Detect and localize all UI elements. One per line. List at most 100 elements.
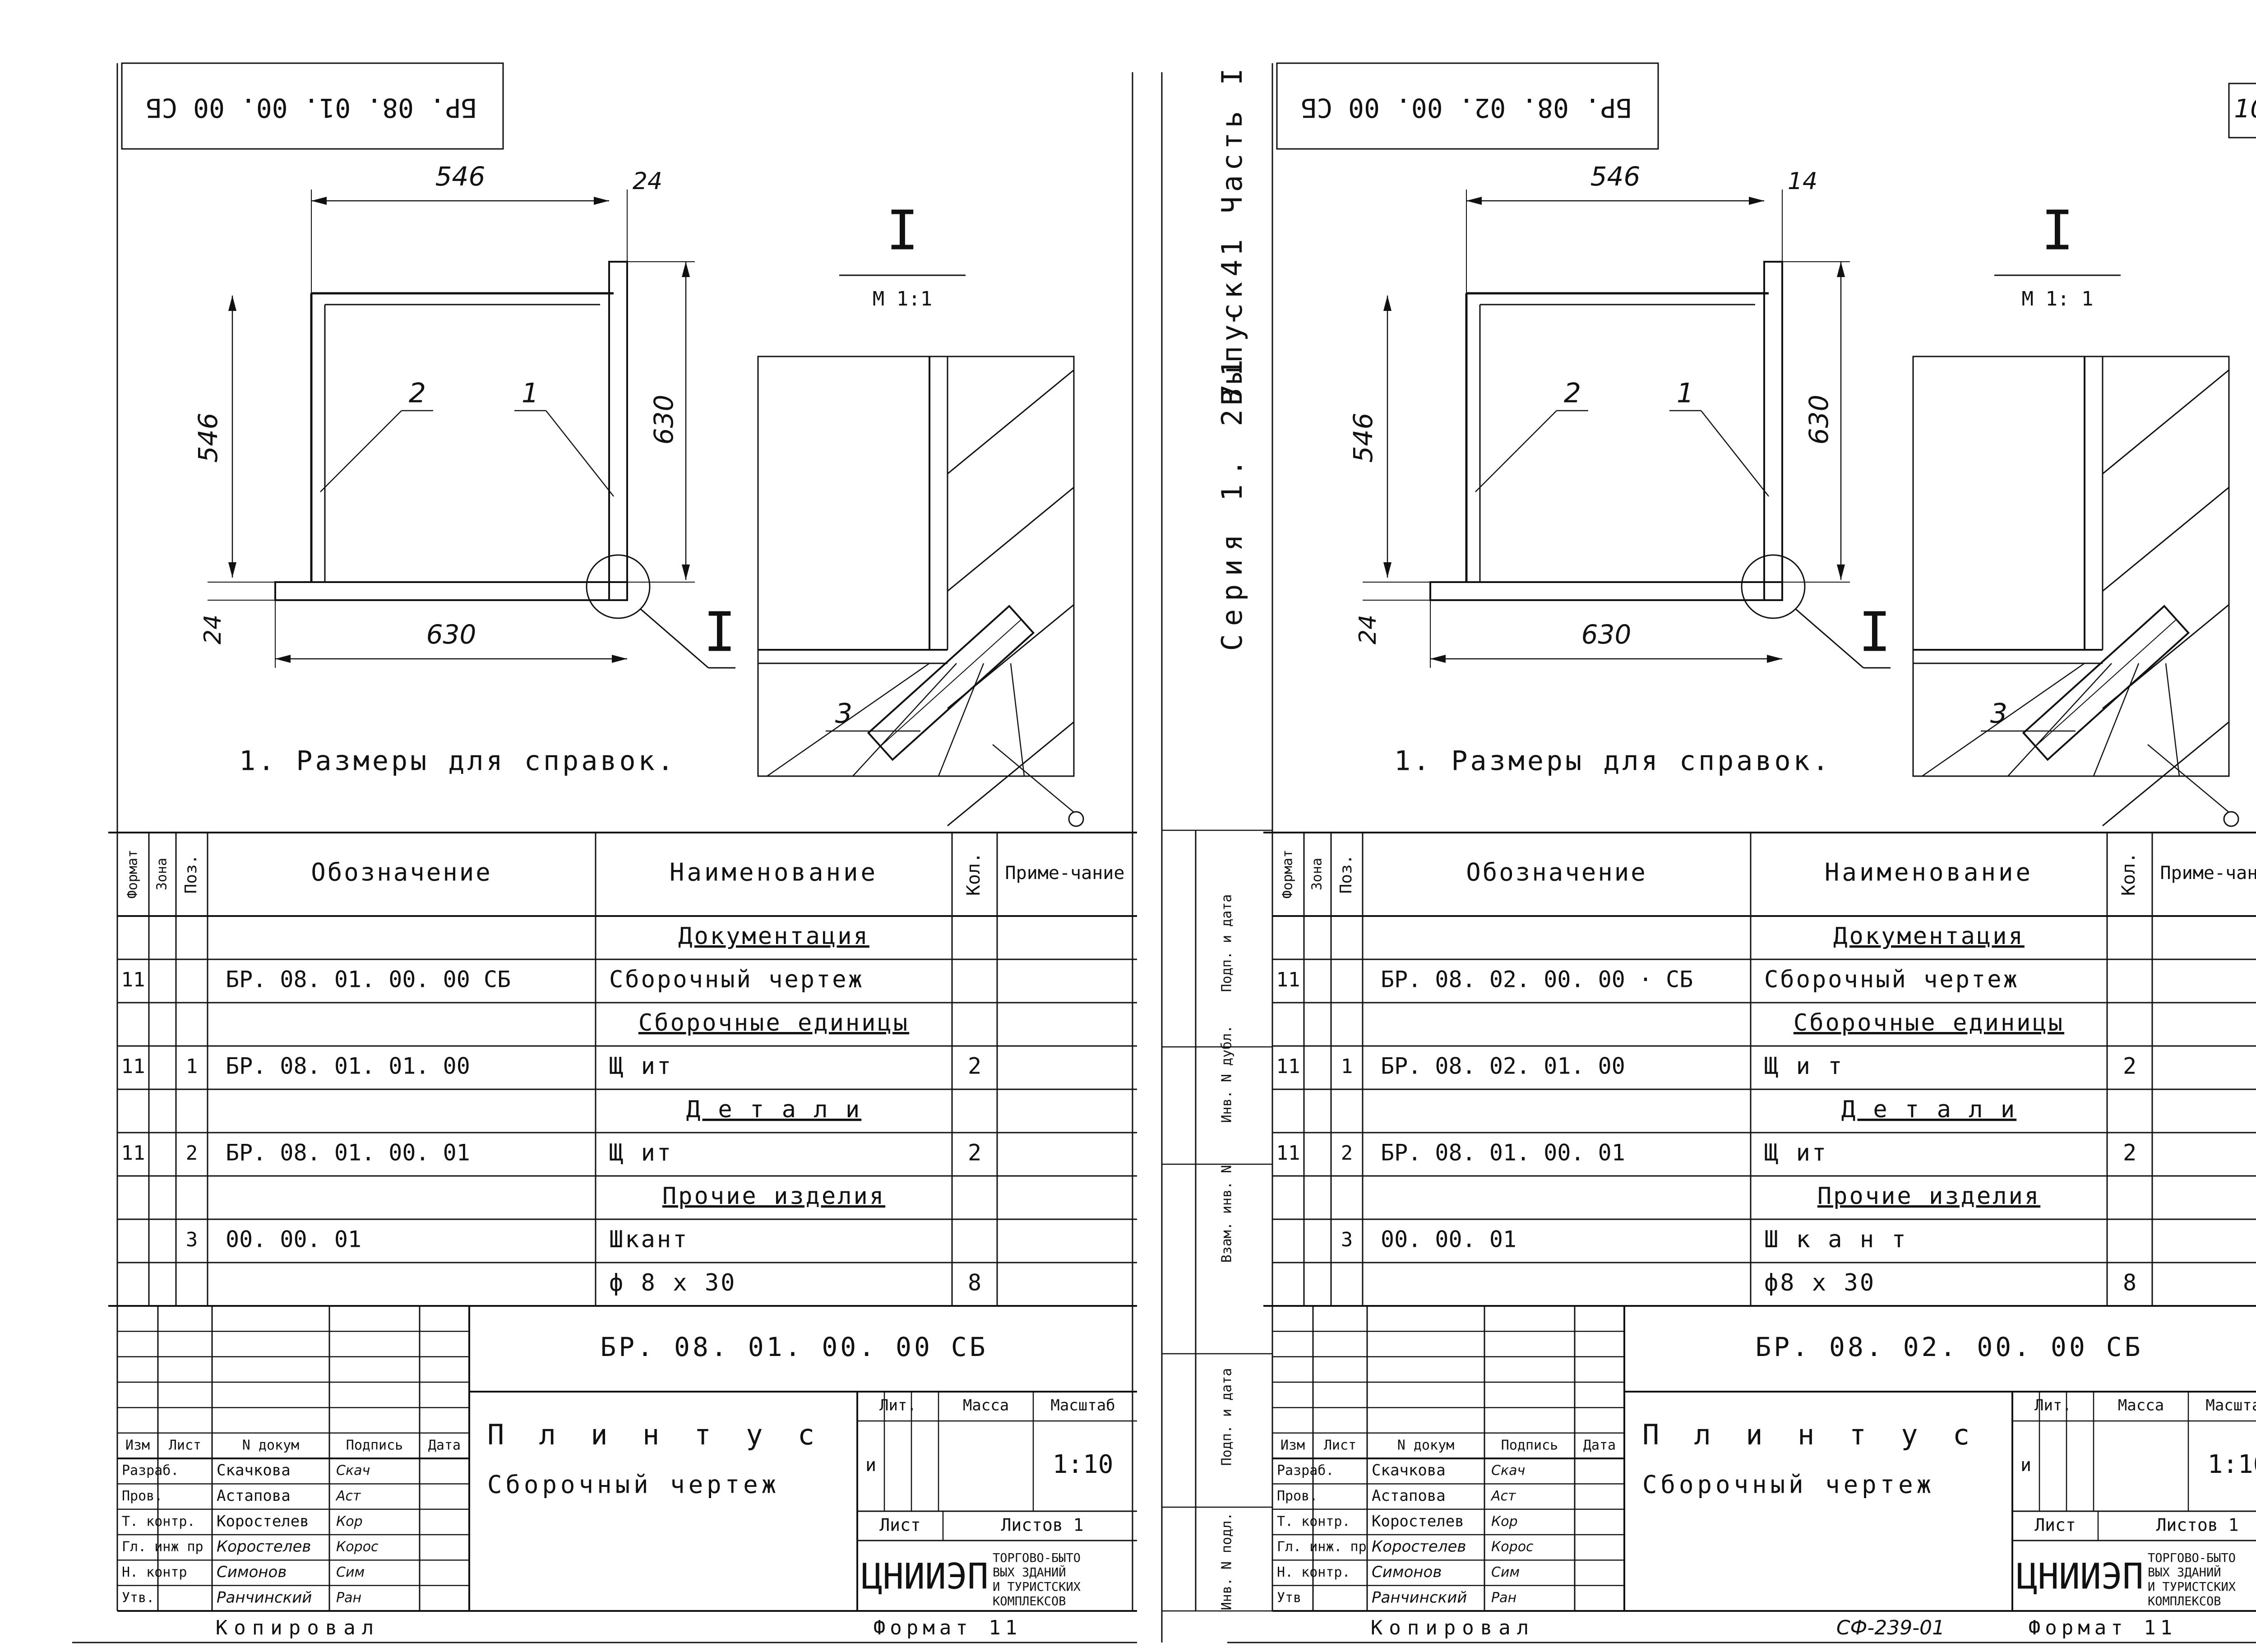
staff-name: Скачкова bbox=[1372, 1462, 1446, 1480]
scale-value: 1:10 bbox=[1053, 1450, 1114, 1479]
sheets-label: Листов 1 bbox=[2156, 1515, 2238, 1535]
staff-role: Т. контр. bbox=[1277, 1513, 1350, 1529]
org-name-line: ВЫХ ЗДАНИЙ bbox=[993, 1565, 1066, 1580]
spec-cell-pos: 1 bbox=[1341, 1055, 1353, 1078]
title-block-col-header: Дата bbox=[1583, 1437, 1616, 1453]
spec-cell-designation: 00. 00. 01 bbox=[1381, 1226, 1516, 1253]
scale-label: Масштаб bbox=[1050, 1397, 1115, 1415]
title-block-col-header: N докум bbox=[242, 1437, 299, 1453]
series-label: Серия 1. 271 - 4 bbox=[1216, 251, 1248, 651]
detail-mark: I bbox=[886, 200, 919, 263]
page-number: 107 bbox=[2234, 94, 2256, 124]
spec-header-qty: Кол. bbox=[963, 852, 984, 896]
title-block-col-header: Подпись bbox=[1501, 1437, 1558, 1453]
hatch-line bbox=[947, 721, 1074, 827]
detail-leader bbox=[640, 608, 709, 669]
spec-header-format: Формат bbox=[125, 850, 141, 898]
lit-value: и bbox=[2020, 1455, 2031, 1476]
spec-header-qty: Кол. bbox=[2118, 852, 2139, 896]
footer-format: Формат 11 bbox=[874, 1616, 1022, 1639]
dimension-arrow bbox=[1837, 565, 1845, 580]
leader-3b bbox=[2147, 744, 2229, 813]
dimension-arrow bbox=[1383, 562, 1392, 578]
dimension-arrow bbox=[228, 296, 236, 311]
dowel-part-3 bbox=[867, 605, 1035, 761]
staff-name: Астапова bbox=[1372, 1487, 1446, 1505]
lit-value: и bbox=[865, 1455, 876, 1476]
spec-cell-pos: 2 bbox=[186, 1142, 198, 1165]
spec-cell-qty: 2 bbox=[2123, 1140, 2136, 1166]
staff-signature: Кор bbox=[336, 1513, 363, 1529]
spec-cell-name: Щ ит bbox=[609, 1139, 673, 1166]
callout-1: 1 bbox=[1677, 378, 1694, 409]
footer-format: Формат 11 bbox=[2029, 1616, 2177, 1639]
dimension-bottom-small: 24 bbox=[1355, 615, 1382, 644]
detail-mark: I bbox=[2041, 200, 2074, 263]
spec-cell-name: ф8 х 30 bbox=[1764, 1269, 1876, 1296]
staff-signature: Сим bbox=[336, 1564, 365, 1580]
callout-2: 2 bbox=[1564, 378, 1581, 409]
dimension-arrow bbox=[1749, 197, 1764, 205]
callout-2: 2 bbox=[409, 378, 426, 409]
spec-cell-name: Д е т а л и bbox=[1841, 1096, 2016, 1123]
product-name: П л и н т у с bbox=[487, 1418, 823, 1451]
detail-frame bbox=[757, 356, 1075, 777]
dimension-arrow bbox=[1837, 262, 1845, 277]
hatch-line bbox=[767, 662, 930, 777]
dimension-bottom-small: 24 bbox=[199, 615, 227, 644]
staff-role: Разраб. bbox=[122, 1463, 179, 1479]
spec-cell-designation: 00. 00. 01 bbox=[226, 1226, 361, 1253]
spec-header-name: Наименование bbox=[1825, 858, 2033, 887]
org-name-line: ТОРГОВО-БЫТО bbox=[993, 1551, 1081, 1565]
spec-cell-name: Щ ит bbox=[1764, 1139, 1828, 1166]
product-name: П л и н т у с bbox=[1642, 1418, 1979, 1451]
hatch-line bbox=[852, 663, 957, 777]
staff-role: Гл. инж пр bbox=[122, 1539, 203, 1555]
spec-row: Д е т а л и bbox=[1841, 1096, 2016, 1123]
lit-label: Лит. bbox=[879, 1397, 916, 1415]
staff-signature: Сим bbox=[1491, 1564, 1520, 1580]
top-stamp-code: БР. 08. 01. 00. 00 СБ bbox=[146, 93, 476, 123]
dimension-left: 546 bbox=[193, 413, 223, 463]
hatch-line bbox=[1922, 662, 2085, 777]
spec-header-note: Приме-чание bbox=[1005, 863, 1125, 884]
spec-header-format: Формат bbox=[1280, 850, 1296, 898]
staff-signature: Корос bbox=[336, 1539, 379, 1555]
staff-signature: Ран bbox=[1491, 1590, 1516, 1606]
detail-circle bbox=[1741, 554, 1806, 619]
part-1-vertical bbox=[1763, 261, 1783, 601]
spec-header-note: Приме-чание bbox=[2160, 863, 2256, 884]
spec-row: Прочие изделия bbox=[1817, 1183, 2039, 1210]
spec-row: Д е т а л и bbox=[686, 1096, 860, 1123]
spec-cell-designation: БР. 08. 01. 00. 01 bbox=[226, 1140, 470, 1166]
dimension-top-small: 14 bbox=[1788, 168, 1817, 195]
staff-signature: Кор bbox=[1491, 1513, 1518, 1529]
detail-scale: М 1: 1 bbox=[2022, 287, 2094, 310]
spec-cell-pos: 3 bbox=[186, 1228, 198, 1251]
stamp-field-label: Взам. инв. N bbox=[1219, 1165, 1235, 1263]
spec-cell-name: Документация bbox=[678, 923, 869, 950]
org-name-line: ТОРГОВО-БЫТО bbox=[2148, 1551, 2236, 1565]
staff-name: Коростелев bbox=[1372, 1538, 1466, 1556]
spec-cell-name: Прочие изделия bbox=[662, 1183, 885, 1210]
sheet-2: БР. 08. 02. 00. 00 СБ107I546145466306302… bbox=[1227, 62, 2256, 1643]
dimension-top: 546 bbox=[435, 161, 485, 192]
staff-role: Гл. инж. пр bbox=[1277, 1539, 1367, 1555]
spec-row: Сборочные единицы bbox=[1794, 1009, 2062, 1037]
spec-cell-designation: БР. 08. 01. 00. 01 bbox=[1381, 1140, 1625, 1166]
spec-cell-name: Ш к а н т bbox=[1764, 1226, 1908, 1253]
staff-signature: Скач bbox=[1491, 1463, 1525, 1479]
spec-cell-name: Сборочные единицы bbox=[638, 1009, 909, 1037]
stamp-field-label: Инв. N дубл. bbox=[1219, 1025, 1235, 1123]
spec-cell-pos: 2 bbox=[1341, 1142, 1353, 1165]
dimension-arrow bbox=[275, 655, 291, 663]
stamp-field-label: Инв. N подл. bbox=[1219, 1513, 1235, 1610]
spec-cell-qty: 2 bbox=[2123, 1053, 2136, 1079]
hatch-line bbox=[947, 486, 1074, 592]
dimension-arrow bbox=[612, 655, 627, 663]
spec-cell-format: 11 bbox=[1276, 968, 1300, 991]
